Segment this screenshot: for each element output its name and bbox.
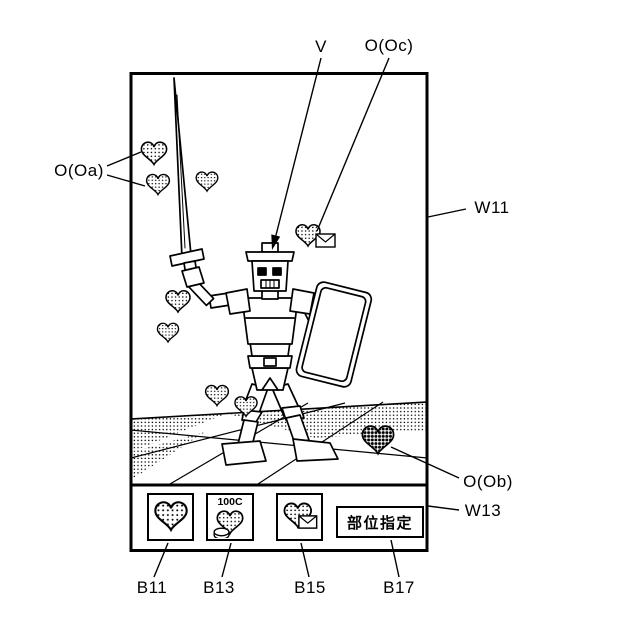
leader-w13 xyxy=(427,505,460,511)
arrowhead-v xyxy=(271,234,281,250)
leader-b17 xyxy=(390,539,400,578)
leader-b11 xyxy=(153,542,169,578)
part-designation-label: 部位指定 xyxy=(346,514,413,532)
leader-o-oc xyxy=(316,57,390,232)
robot-character xyxy=(169,77,373,466)
part-designation-button[interactable]: 部位指定 xyxy=(336,506,424,538)
leader-o-ob xyxy=(390,446,460,479)
leader-w11 xyxy=(427,208,467,218)
heart-envelope-icon xyxy=(283,502,317,529)
sword-icon xyxy=(169,77,205,283)
leader-o-oa-1 xyxy=(106,151,142,167)
label-b13: B13 xyxy=(203,578,235,597)
shield-icon xyxy=(295,281,373,388)
label-w13: W13 xyxy=(464,501,502,520)
heart-icon xyxy=(156,322,180,343)
heart-icon xyxy=(165,290,191,313)
window-w11-frame xyxy=(129,72,429,552)
paid-heart-button[interactable]: 100C xyxy=(206,493,254,541)
label-v: V xyxy=(315,37,327,56)
label-b17: B17 xyxy=(383,578,415,597)
heart-envelope-object xyxy=(295,224,336,248)
label-w11: W11 xyxy=(474,198,510,217)
heart-icon xyxy=(195,171,219,192)
label-o-ob: O(Ob) xyxy=(463,472,513,491)
label-o-oc: O(Oc) xyxy=(364,36,414,55)
gift-heart-button[interactable] xyxy=(147,493,194,541)
label-o-oa: O(Oa) xyxy=(54,161,104,180)
message-heart-button[interactable] xyxy=(276,493,323,541)
heart-icon xyxy=(153,501,188,531)
leader-v xyxy=(274,57,322,240)
price-badge: 100C xyxy=(217,495,243,508)
leader-b15 xyxy=(300,542,310,578)
heart-icon xyxy=(145,173,171,196)
heart-coin-icon xyxy=(213,510,244,539)
leader-lines xyxy=(106,57,467,578)
label-b15: B15 xyxy=(294,578,326,597)
heart-icon xyxy=(204,384,230,407)
leader-b13 xyxy=(221,542,232,578)
leader-o-oa-2 xyxy=(106,174,146,187)
label-b11: B11 xyxy=(136,578,168,597)
heart-icon xyxy=(140,141,168,166)
